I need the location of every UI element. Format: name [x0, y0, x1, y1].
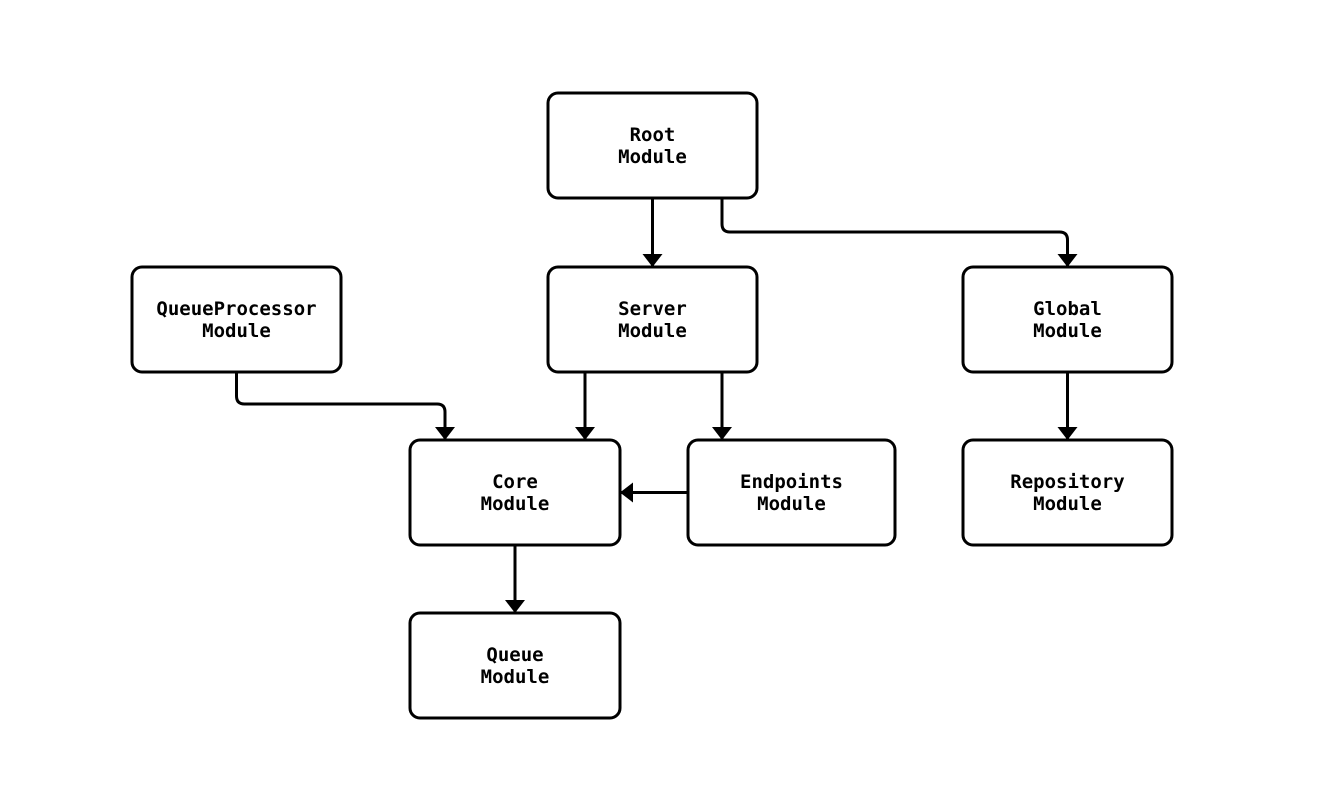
node-root-module: Root Module [546, 91, 759, 200]
node-repository-module: Repository Module [961, 438, 1174, 547]
node-queueprocessor-module: QueueProcessor Module [130, 265, 343, 374]
node-label-line1: Endpoints [740, 471, 843, 493]
node-label-line2: Module [1033, 320, 1102, 342]
node-box [546, 91, 759, 200]
node-label-line1: Root [630, 124, 676, 146]
edge-root-to-global [720, 198, 1078, 267]
node-label-line1: QueueProcessor [156, 298, 316, 320]
node-label-line1: Server [618, 298, 687, 320]
node-server-module: Server Module [546, 265, 759, 374]
node-label-line2: Module [618, 146, 687, 168]
node-label-line2: Module [481, 493, 550, 515]
edge-queueprocessor-to-core [235, 372, 455, 440]
node-box [686, 438, 897, 547]
node-label-line1: Queue [486, 644, 543, 666]
node-core-module: Core Module [408, 438, 622, 547]
node-label-line2: Module [757, 493, 826, 515]
diagram-edges [235, 198, 1078, 613]
node-box [408, 611, 622, 720]
node-box [408, 438, 622, 547]
node-label-line2: Module [481, 666, 550, 688]
node-label-line2: Module [1033, 493, 1102, 515]
node-box [546, 265, 759, 374]
node-label-line1: Global [1033, 298, 1102, 320]
node-endpoints-module: Endpoints Module [686, 438, 897, 547]
node-box [961, 265, 1174, 374]
node-label-line1: Core [492, 471, 538, 493]
node-label-line2: Module [618, 320, 687, 342]
node-box [961, 438, 1174, 547]
node-label-line1: Repository [1010, 471, 1124, 493]
node-global-module: Global Module [961, 265, 1174, 374]
node-queue-module: Queue Module [408, 611, 622, 720]
node-box [130, 265, 343, 374]
node-label-line2: Module [202, 320, 271, 342]
